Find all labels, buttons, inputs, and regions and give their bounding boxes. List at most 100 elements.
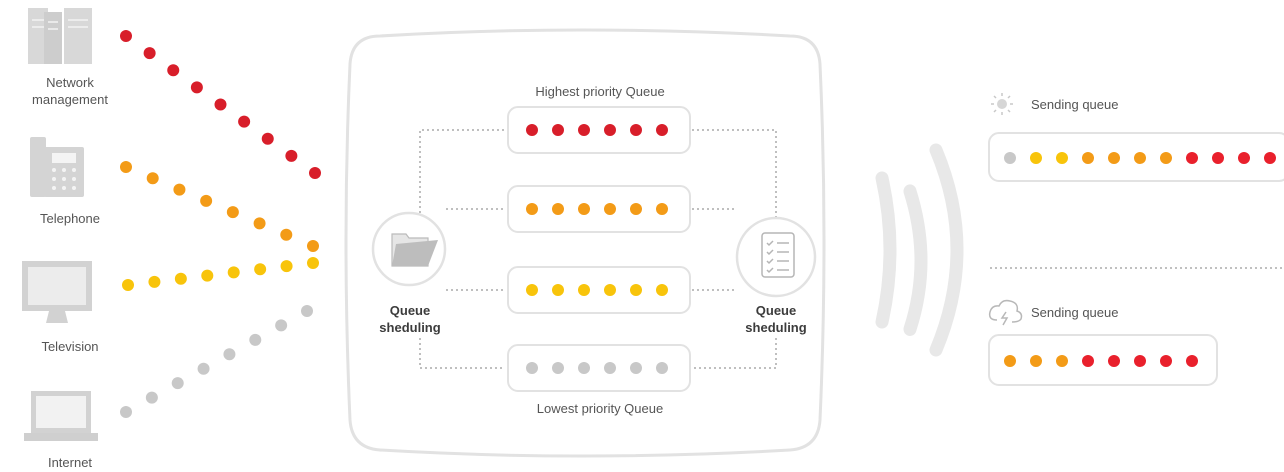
right-scheduler-circle: [735, 216, 817, 298]
source-dot: [201, 269, 214, 282]
queue-dot: [656, 284, 668, 296]
queue-dot: [630, 284, 642, 296]
sending-queue-dot: [1082, 355, 1094, 367]
source-label-network-management: Network management: [20, 74, 120, 108]
source-label-internet: Internet: [47, 455, 93, 470]
source-dot: [190, 81, 203, 94]
source-dot: [285, 149, 298, 162]
source-dot: [307, 240, 319, 252]
folder-icon: [391, 233, 438, 267]
queue-dot: [604, 203, 616, 215]
sending-queue-label-1: Sending queue: [1031, 97, 1119, 112]
source-dot: [307, 257, 319, 269]
sending-queue-dot: [1082, 152, 1094, 164]
priority-queue-box: [507, 266, 691, 314]
sending-queue-dot: [1056, 355, 1068, 367]
source-dot: [197, 362, 210, 375]
highest-priority-label: Highest priority Queue: [535, 84, 665, 99]
queue-dot: [578, 284, 590, 296]
sending-queue-label-2: Sending queue: [1031, 305, 1119, 320]
checklist-icon: [761, 232, 795, 278]
source-dot: [223, 348, 236, 361]
sending-queue-dot: [1160, 152, 1172, 164]
left-scheduler-label: Queue sheduling: [370, 302, 450, 336]
right-scheduler-label: Queue sheduling: [736, 302, 816, 336]
sending-queue-dot: [1108, 152, 1120, 164]
source-dot: [145, 391, 158, 404]
queue-dot: [552, 362, 564, 374]
source-label-line: management: [32, 92, 108, 107]
lowest-priority-label: Lowest priority Queue: [536, 401, 664, 416]
source-dot: [254, 263, 267, 276]
priority-queue-box: [507, 185, 691, 233]
priority-queue-box: [507, 344, 691, 392]
source-dot: [280, 228, 293, 241]
queue-dot: [656, 124, 668, 136]
queue-dot: [526, 203, 538, 215]
queue-dot: [552, 203, 564, 215]
queue-dot: [656, 362, 668, 374]
queue-dot: [630, 362, 642, 374]
sending-queue-dot: [1030, 152, 1042, 164]
queue-dot: [604, 362, 616, 374]
source-dot: [275, 319, 288, 332]
source-dot: [146, 172, 159, 185]
queue-dot: [604, 284, 616, 296]
scheduler-frame: [344, 28, 826, 458]
sending-queue-dot: [1004, 355, 1016, 367]
source-dot: [200, 194, 213, 207]
signal-waves: [875, 143, 964, 357]
queue-dot: [526, 124, 538, 136]
queue-dot: [578, 362, 590, 374]
source-dot: [301, 305, 313, 317]
sending-queue-dot: [1108, 355, 1120, 367]
queue-dot: [552, 284, 564, 296]
sending-queue-dot: [1238, 152, 1250, 164]
queue-dot: [578, 124, 590, 136]
television-icon: [22, 261, 92, 323]
queue-dot: [630, 203, 642, 215]
source-label-line: Network: [46, 75, 94, 90]
source-dot: [253, 217, 266, 230]
cloud-storm-icon: [988, 299, 1023, 326]
scheduler-label-line: Queue: [389, 303, 431, 318]
source-dot: [120, 30, 132, 42]
sending-queue-dot: [1030, 355, 1042, 367]
source-dot: [120, 161, 132, 173]
source-label-television: Television: [41, 339, 99, 354]
scheduler-label-line: sheduling: [379, 320, 441, 335]
source-dot: [238, 115, 251, 128]
sun-icon: [991, 93, 1013, 115]
queue-dot: [656, 203, 668, 215]
queue-dot: [526, 362, 538, 374]
sending-queue-dot: [1264, 152, 1276, 164]
source-label-telephone: Telephone: [40, 211, 100, 226]
output-queue-box-2: [988, 334, 1218, 386]
scheduler-label-line: sheduling: [745, 320, 807, 335]
source-dot: [249, 333, 262, 346]
source-dot: [174, 272, 187, 285]
sending-queue-dot: [1134, 355, 1146, 367]
source-dot: [309, 167, 321, 179]
sending-queue-dot: [1186, 355, 1198, 367]
queue-dot: [604, 124, 616, 136]
source-dot: [227, 266, 240, 279]
source-dot: [280, 260, 293, 273]
source-dot: [171, 377, 184, 390]
sending-queue-dot: [1160, 355, 1172, 367]
source-dot: [143, 47, 156, 60]
queue-dot: [552, 124, 564, 136]
queue-dot: [630, 124, 642, 136]
source-dot: [120, 406, 132, 418]
telephone-icon: [30, 137, 84, 197]
priority-queue-box: [507, 106, 691, 154]
sending-queue-dot: [1134, 152, 1146, 164]
source-dot: [148, 275, 161, 288]
sending-queue-dot: [1004, 152, 1016, 164]
server-icon: [28, 8, 92, 64]
source-dot: [226, 206, 239, 219]
source-dot: [167, 64, 180, 77]
source-dot: [173, 183, 186, 196]
source-dot: [261, 132, 274, 145]
